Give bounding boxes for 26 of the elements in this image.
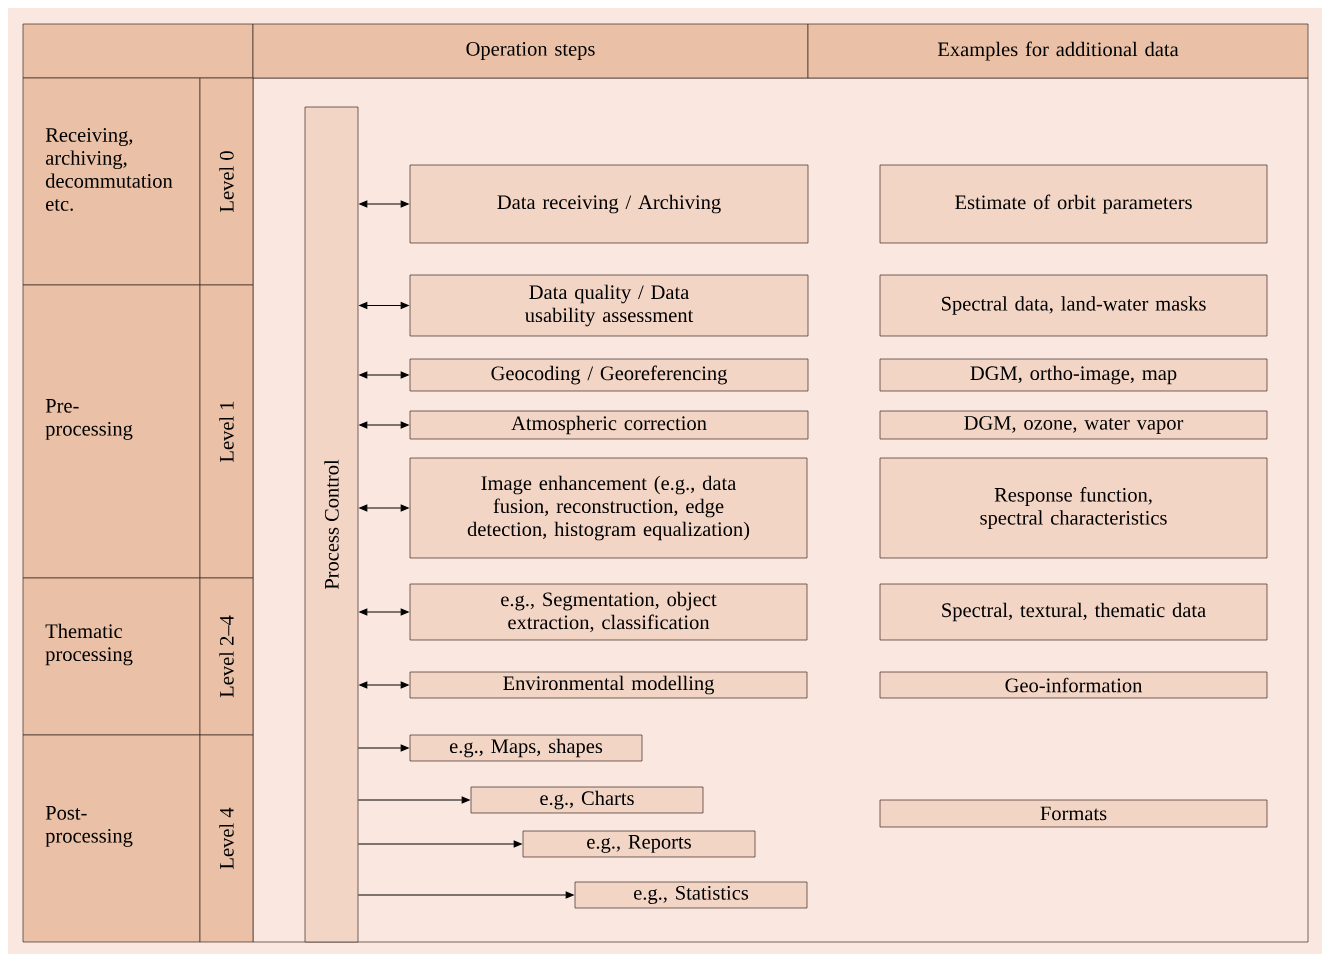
process-box: e.g., Segmentation, object extraction, classification <box>409 583 808 641</box>
level-cell: Level 4 <box>199 734 254 943</box>
process-box: e.g., Reports <box>522 830 756 858</box>
process-box: Data quality / Data usability assessment <box>409 274 809 337</box>
process-box: Spectral, textural, thematic data <box>879 583 1268 641</box>
process-box: Geo-information <box>879 671 1268 699</box>
process-control-bar: Process Control <box>304 106 359 943</box>
process-box: DGM, ozone, water vapor <box>879 410 1268 440</box>
level-cell: Level 0 <box>199 77 254 286</box>
process-box: e.g., Maps, shapes <box>409 734 643 762</box>
process-box: Formats <box>879 799 1268 828</box>
process-box: Geocoding / Georeferencing <box>409 358 809 392</box>
process-box: e.g., Statistics <box>574 881 808 909</box>
level-cell: Level 1 <box>199 284 254 579</box>
process-box: Spectral data, land-water masks <box>879 274 1268 337</box>
process-box: Image enhancement (e.g., data fusion, reconstruction, edge detection, histogram equalization) <box>409 457 808 559</box>
process-box: Response function, spectral characteristics <box>879 457 1268 559</box>
level-cell: Level 2–4 <box>199 577 254 736</box>
header-cell: Examples for additional data <box>807 23 1309 79</box>
process-box: Data receiving / Archiving <box>409 164 809 244</box>
process-box: Estimate of orbit parameters <box>879 164 1268 244</box>
header-cell <box>22 23 254 79</box>
process-box: Atmospheric correction <box>409 410 809 440</box>
process-box: Environmental modelling <box>409 671 808 699</box>
process-box: e.g., Charts <box>470 786 704 814</box>
process-box: DGM, ortho-image, map <box>879 358 1268 392</box>
